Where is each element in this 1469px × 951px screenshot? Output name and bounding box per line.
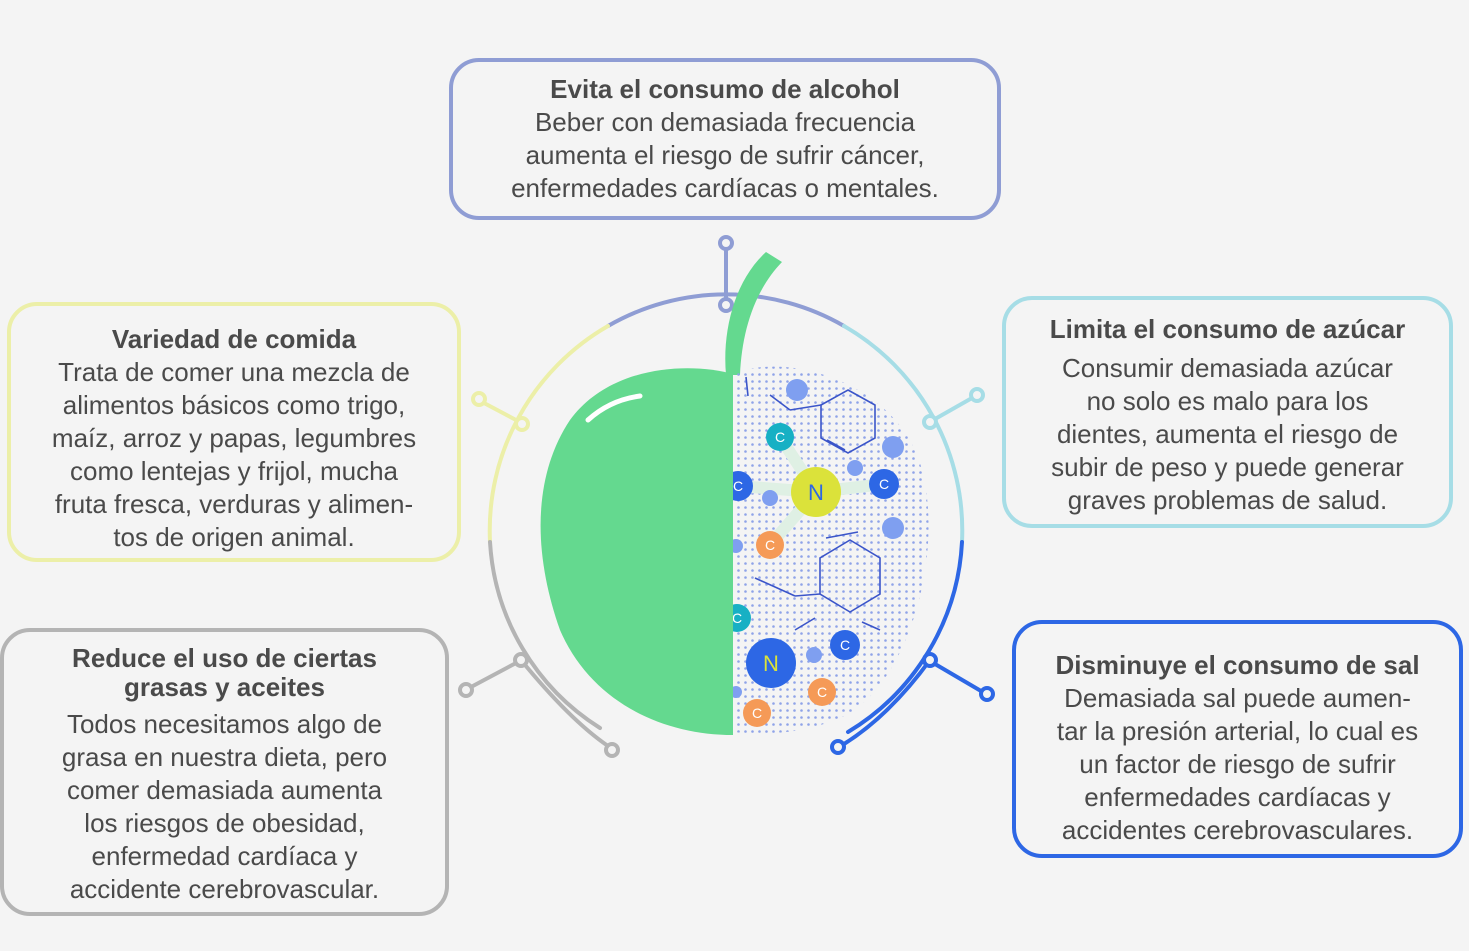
card-body-line: graves problemas de salud. bbox=[1067, 485, 1388, 515]
atom-c-blue-1 bbox=[733, 471, 753, 501]
card-variety: Variedad de comida Trata de comer una me… bbox=[7, 302, 461, 562]
ring-arc-salt bbox=[846, 540, 964, 734]
card-body-line: accidente cerebrovascular. bbox=[69, 874, 380, 904]
atom-label: C bbox=[732, 610, 742, 626]
card-body-line: tos de origen animal. bbox=[113, 522, 355, 552]
card-body-line: alimentos básicos como trigo, bbox=[62, 390, 406, 420]
card-body-line: subir de peso y puede generar bbox=[1051, 452, 1404, 482]
card-body-line: enfermedades cardíacas y bbox=[1084, 782, 1391, 812]
apple-highlight bbox=[585, 393, 643, 423]
atom-label: C bbox=[765, 537, 775, 553]
card-body: Todos necesitamos algo de grasa en nuest… bbox=[22, 708, 427, 906]
card-title: Reduce el uso de ciertas grasas y aceite… bbox=[22, 644, 427, 702]
card-body-line: aumenta el riesgo de sufrir cáncer, bbox=[525, 140, 925, 170]
atom-c-cyan-1 bbox=[766, 423, 794, 451]
apple-stem bbox=[725, 252, 782, 375]
card-body: Trata de comer una mezcla de alimentos b… bbox=[29, 356, 439, 554]
connector-alcohol bbox=[718, 235, 734, 313]
card-body: Beber con demasiada frecuencia aumenta e… bbox=[471, 106, 979, 205]
card-body-line: enfermedad cardíaca y bbox=[91, 841, 358, 871]
card-body-line: grasa en nuestra dieta, pero bbox=[61, 742, 388, 772]
ring-arc-fats bbox=[488, 540, 602, 730]
card-sugar: Limita el consumo de azúcar Consumir dem… bbox=[1002, 296, 1453, 528]
atom-c-blue-2 bbox=[869, 469, 899, 499]
card-body-line: Beber con demasiada frecuencia bbox=[534, 107, 916, 137]
atom-n-blue bbox=[746, 638, 796, 688]
card-body-line: tar la presión arterial, lo cual es bbox=[1056, 716, 1419, 746]
atom-n-yellow bbox=[791, 467, 841, 517]
card-body-line: accidentes cerebrovasculares. bbox=[1061, 815, 1414, 845]
card-body-line: Todos necesitamos algo de bbox=[66, 709, 383, 739]
card-body-line: como lentejas y frijol, mucha bbox=[69, 456, 399, 486]
atom-label: N bbox=[763, 651, 779, 676]
connector-fats bbox=[458, 652, 620, 758]
card-body: Demasiada sal puede aumen- tar la presió… bbox=[1034, 682, 1441, 847]
card-title: Variedad de comida bbox=[111, 324, 357, 354]
atom-c-orange-1 bbox=[756, 531, 784, 559]
card-body-line: Demasiada sal puede aumen- bbox=[1064, 683, 1411, 713]
atom-c-orange-3 bbox=[743, 699, 771, 727]
card-title: Disminuye el consumo de sal bbox=[1055, 650, 1420, 680]
card-body-line: enfermedades cardíacas o mentales. bbox=[511, 173, 939, 203]
card-body-line: un factor de riesgo de sufrir bbox=[1079, 749, 1396, 779]
card-body-line: no solo es malo para los bbox=[1086, 386, 1369, 416]
card-alcohol: Evita el consumo de alcohol Beber con de… bbox=[449, 58, 1001, 220]
card-body-line: Consumir demasiada azúcar bbox=[1062, 353, 1393, 383]
connector-sugar bbox=[922, 387, 985, 430]
atom-label: C bbox=[775, 429, 785, 445]
atom-c-cyan-2 bbox=[733, 604, 751, 632]
apple-right-half: C C N C C C N C C C bbox=[732, 366, 929, 734]
card-body: Consumir demasiada azúcar no solo es mal… bbox=[1024, 352, 1431, 517]
atom-label: C bbox=[752, 705, 762, 721]
card-title-line: Reduce el uso de ciertas bbox=[72, 643, 377, 673]
card-title: Limita el consumo de azúcar bbox=[1049, 314, 1406, 344]
card-title-line: grasas y aceites bbox=[124, 672, 325, 702]
card-body-line: comer demasiada aumenta bbox=[66, 775, 383, 805]
atom-label: N bbox=[808, 480, 824, 505]
connector-salt bbox=[830, 652, 995, 755]
atom-c-orange-2 bbox=[808, 678, 836, 706]
connector-variety bbox=[471, 391, 530, 432]
card-body-line: dientes, aumenta el riesgo de bbox=[1056, 419, 1399, 449]
card-title: Evita el consumo de alcohol bbox=[550, 74, 900, 104]
atom-label: C bbox=[840, 637, 850, 653]
card-body-line: fruta fresca, verduras y alimen- bbox=[54, 489, 414, 519]
atom-label: C bbox=[879, 476, 889, 492]
atom-label: C bbox=[733, 478, 743, 494]
apple-left-half bbox=[540, 368, 733, 735]
card-body-line: los riesgos de obesidad, bbox=[84, 808, 365, 838]
card-body-line: maíz, arroz y papas, legumbres bbox=[51, 423, 417, 453]
atom-label: C bbox=[817, 684, 827, 700]
atom-c-blue-3 bbox=[830, 630, 860, 660]
card-body-line: Trata de comer una mezcla de bbox=[58, 357, 410, 387]
card-fats: Reduce el uso de ciertas grasas y aceite… bbox=[0, 628, 449, 916]
card-salt: Disminuye el consumo de sal Demasiada sa… bbox=[1012, 620, 1463, 858]
